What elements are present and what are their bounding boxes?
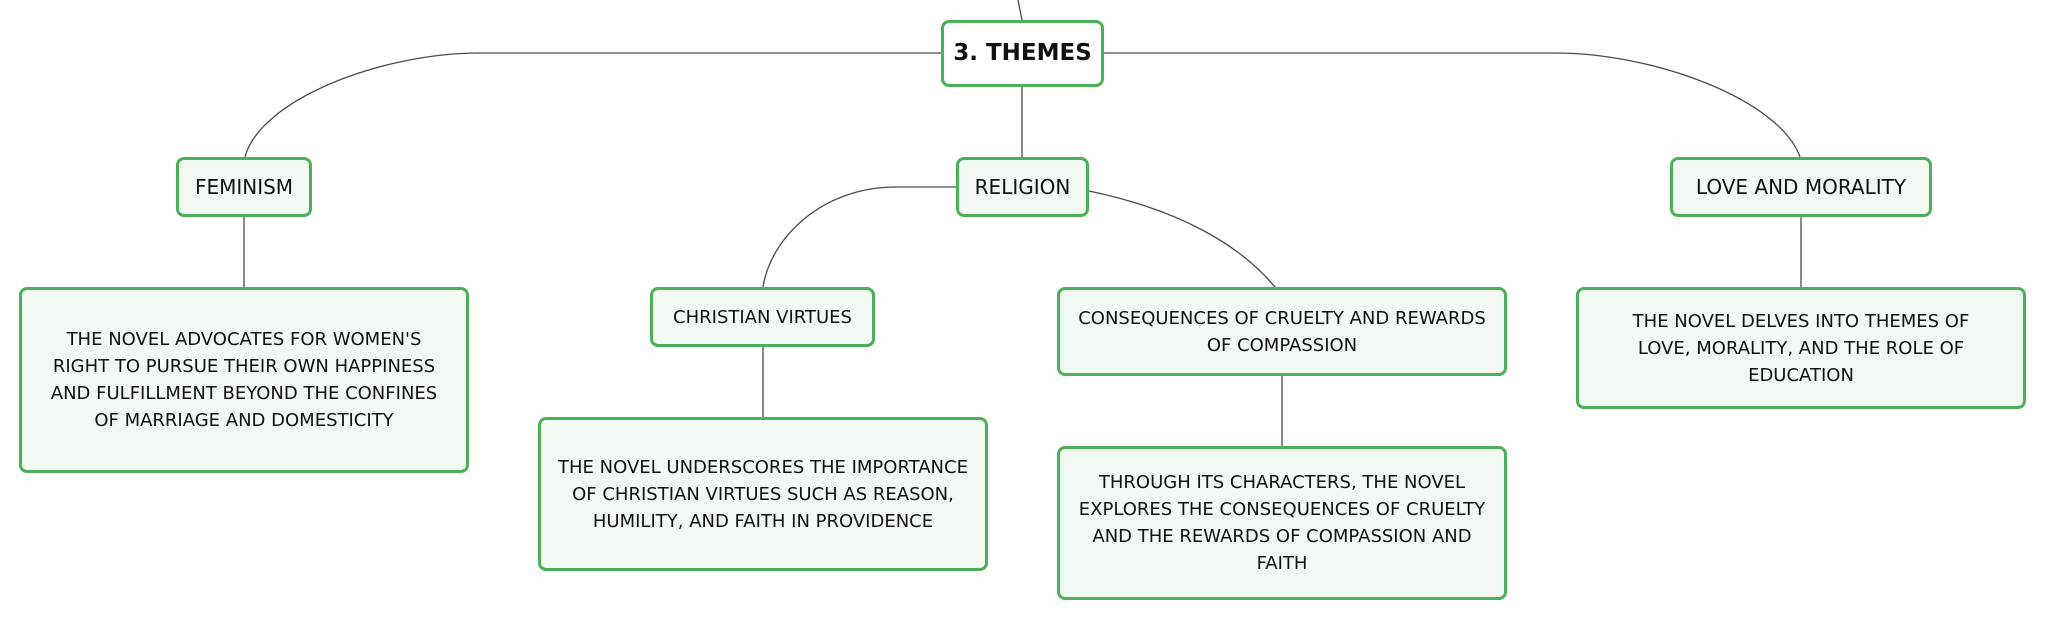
connector-root-to-love-morality — [1104, 52, 1801, 158]
node-love-and-morality[interactable]: LOVE AND MORALITY — [1670, 157, 1932, 217]
node-consequences-detail[interactable]: THROUGH ITS CHARACTERS, THE NOVEL EXPLOR… — [1057, 446, 1507, 600]
connector-religion-to-christian-virtues — [762, 186, 956, 288]
node-love-and-morality-detail[interactable]: THE NOVEL DELVES INTO THEMES OF LOVE, MO… — [1576, 287, 2026, 409]
connector-parent-to-root — [1017, 0, 1023, 21]
node-feminism[interactable]: FEMINISM — [176, 157, 312, 217]
node-christian-virtues[interactable]: CHRISTIAN VIRTUES — [650, 287, 875, 347]
node-christian-virtues-detail[interactable]: THE NOVEL UNDERSCORES THE IMPORTANCE OF … — [538, 417, 988, 571]
node-consequences-of-cruelty[interactable]: CONSEQUENCES OF CRUELTY AND REWARDS OF C… — [1057, 287, 1507, 376]
connector-religion-to-consequences — [1088, 190, 1276, 288]
node-religion[interactable]: RELIGION — [956, 157, 1089, 217]
connector-root-to-feminism — [244, 52, 941, 158]
node-feminism-detail[interactable]: THE NOVEL ADVOCATES FOR WOMEN'S RIGHT TO… — [19, 287, 469, 473]
root-node-themes[interactable]: 3. THEMES — [941, 20, 1104, 87]
